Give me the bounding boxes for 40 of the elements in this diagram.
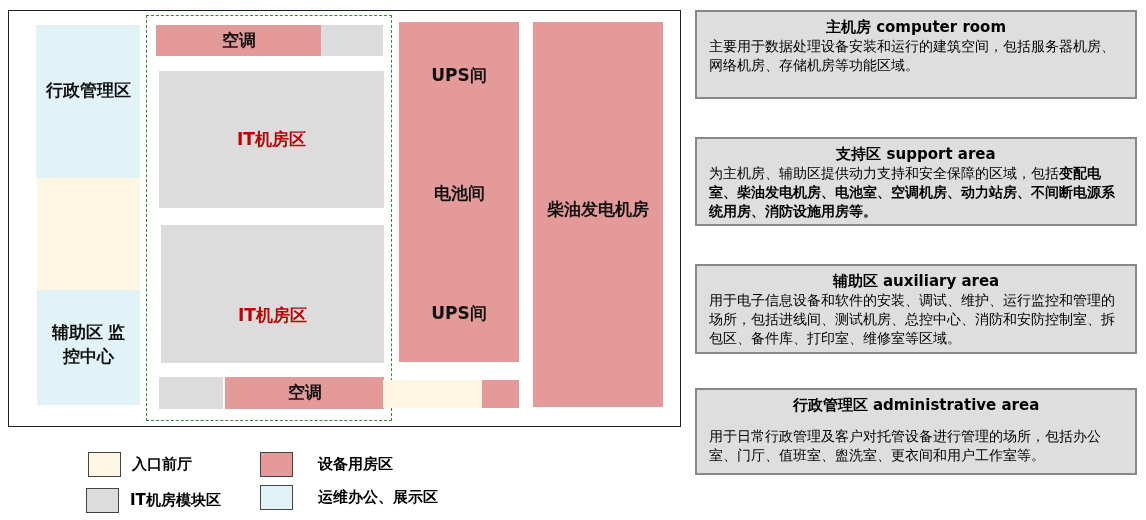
description-card	[695, 10, 1137, 99]
equipment-room	[156, 25, 321, 56]
room-label: 空调	[220, 29, 257, 52]
room-label: UPS间	[430, 302, 488, 325]
card-heading: 支持区 support area	[835, 145, 997, 164]
card-heading: 行政管理区 administrative area	[791, 396, 1041, 415]
office-area	[37, 290, 140, 405]
card-description: 主要用于数据处理设备安装和运行的建筑空间，包括服务器机房、网络机房、存储机房等功能区域。	[708, 37, 1116, 75]
room-label: IT机房区	[237, 304, 308, 327]
legend-label: 运维办公、展示区	[318, 488, 438, 507]
card-description: 为主机房、辅助区提供动力支持和安全保障的区域，包括变配电室、柴油发电机房、电池室、空调机房、动力站房、不间断电源系统用房、消防设施用房等。	[708, 164, 1116, 221]
entrance-area	[37, 178, 140, 290]
card-description: 用于电子信息设备和软件的安装、调试、维护、运行监控和管理的场所，包括进线间、测试机房、总控中心、消防和安防控制室、拆包区、备件库、打印室、维修室等区域。	[708, 291, 1116, 348]
card-heading: 辅助区 auxiliary area	[831, 272, 1001, 291]
room-label: 柴油发电机房	[546, 198, 650, 221]
it-room	[159, 377, 223, 409]
card-heading: 主机房 computer room	[824, 18, 1008, 37]
it-room	[161, 225, 384, 363]
legend-label: 入口前厅	[132, 455, 192, 474]
entrance-area	[383, 380, 482, 408]
room-label: 电池间	[432, 182, 486, 205]
it-room	[159, 71, 384, 208]
it-module-outline	[146, 15, 392, 421]
legend-label: IT机房模块区	[130, 491, 221, 510]
room-label: IT机房区	[236, 128, 307, 151]
card-description: 用于日常行政管理及客户对托管设备进行管理的场所，包括办公室、门厅、值班室、盥洗室、更衣间和用户工作室等。	[708, 427, 1102, 465]
room-label: 空调	[286, 381, 323, 404]
it-room	[321, 25, 383, 56]
equipment-room	[533, 22, 663, 407]
room-label: 行政管理区	[44, 79, 132, 102]
equipment-room	[225, 377, 384, 409]
description-card	[695, 264, 1137, 354]
description-card	[695, 388, 1137, 475]
equipment-room	[482, 380, 519, 408]
office-area	[36, 25, 140, 178]
room-label: UPS间	[430, 64, 488, 87]
equipment-room	[399, 22, 519, 362]
description-card	[695, 137, 1137, 226]
room-label: 辅助区 监控中心	[50, 321, 127, 368]
legend-label: 设备用房区	[318, 455, 393, 474]
